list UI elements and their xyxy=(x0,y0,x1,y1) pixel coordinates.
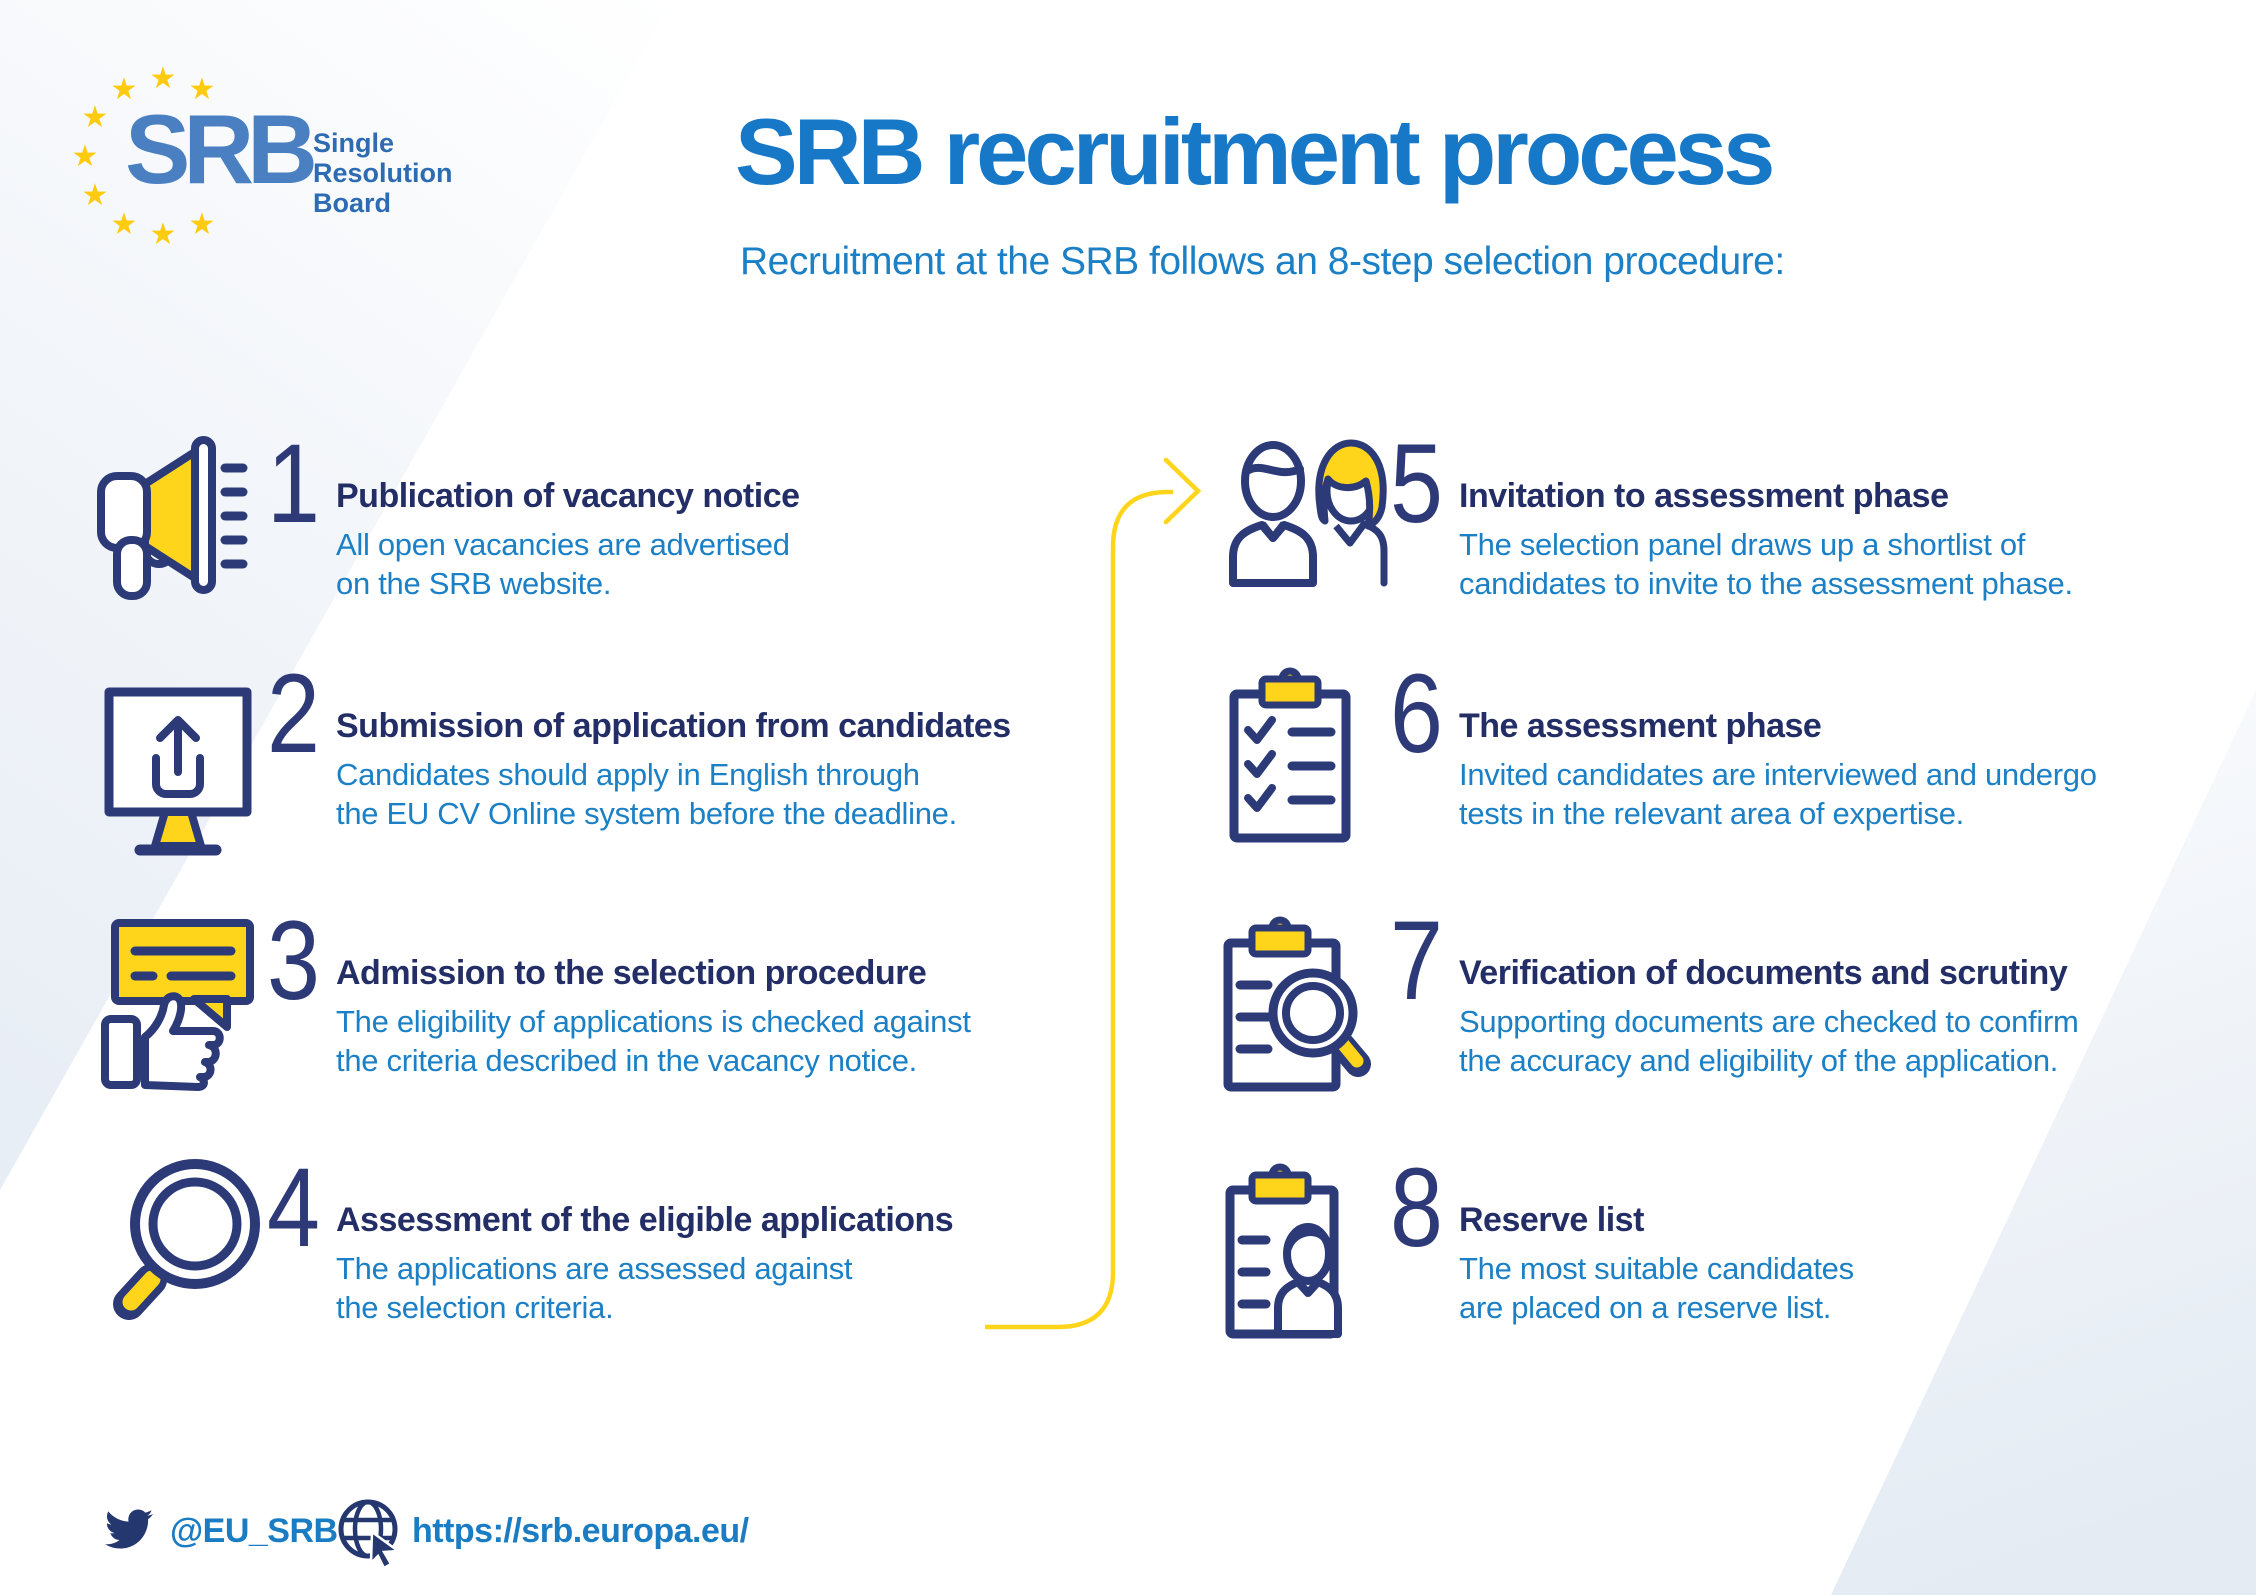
srb-logo: ★ ★ ★ ★ ★ ★ ★ ★ ★ SRB Single Resolution … xyxy=(72,64,555,251)
step-description: All open vacancies are advertised on the… xyxy=(336,527,790,602)
step-8: 8 Reserve list The most suitable candida… xyxy=(1218,1148,2218,1387)
magnifier-icon xyxy=(113,1159,260,1320)
logo-name: Single Resolution Board xyxy=(313,128,453,219)
eu-star-icon: ★ xyxy=(149,62,177,95)
eu-star-icon: ★ xyxy=(188,73,216,106)
eu-star-icon: ★ xyxy=(110,73,138,106)
page-title: SRB recruitment process xyxy=(735,99,1775,204)
flow-connector-arrow xyxy=(985,457,1202,1330)
eu-star-icon: ★ xyxy=(81,179,109,212)
step-title: Admission to the selection procedure xyxy=(336,954,927,992)
step-description: Invited candidates are interviewed and u… xyxy=(1459,757,2097,832)
page-subtitle: Recruitment at the SRB follows an 8-step… xyxy=(740,240,1785,283)
eu-star-icon: ★ xyxy=(188,208,216,241)
eu-star-icon: ★ xyxy=(71,140,99,173)
step-3: 3 Admission to the selection procedure T… xyxy=(95,901,1095,1140)
twitter-icon xyxy=(105,1509,153,1549)
twitter-handle[interactable]: @EU_SRB xyxy=(170,1512,338,1550)
step-title: Verification of documents and scrutiny xyxy=(1459,954,2068,992)
step-number: 8 xyxy=(1390,1145,1443,1270)
step-6: 6 The assessment phase Invited candidate… xyxy=(1218,654,2218,893)
step-description: The applications are assessed against th… xyxy=(336,1251,853,1326)
step-description: The selection panel draws up a shortlist… xyxy=(1459,527,2073,602)
candidates-icon xyxy=(1229,439,1388,587)
eu-star-icon: ★ xyxy=(81,101,109,134)
eu-star-icon: ★ xyxy=(110,208,138,241)
step-title: Assessment of the eligible applications xyxy=(336,1201,954,1239)
website-globe-icon xyxy=(338,1499,402,1570)
step-description: The most suitable candidates are placed … xyxy=(1459,1251,1854,1326)
step-1: 1 Publication of vacancy notice All open… xyxy=(95,424,1095,663)
step-description: Supporting documents are checked to conf… xyxy=(1459,1004,2079,1079)
thumbs-up-feedback-icon xyxy=(101,919,254,1091)
logo-acronym: SRB xyxy=(125,94,318,204)
step-title: Reserve list xyxy=(1459,1201,1644,1239)
step-title: Invitation to assessment phase xyxy=(1459,477,1949,515)
step-title: Publication of vacancy notice xyxy=(336,477,800,515)
checklist-clipboard-icon xyxy=(1229,667,1351,843)
website-link[interactable]: https://srb.europa.eu/ xyxy=(412,1512,749,1550)
eu-star-icon: ★ xyxy=(149,218,177,251)
step-description: Candidates should apply in English throu… xyxy=(336,757,957,832)
step-title: The assessment phase xyxy=(1459,707,1822,745)
reserve-list-icon xyxy=(1225,1163,1342,1339)
step-7: 7 Verification of documents and scrutiny… xyxy=(1218,901,2218,1140)
step-number: 3 xyxy=(267,898,320,1023)
step-2: 2 Submission of application from candida… xyxy=(95,654,1095,893)
step-number: 7 xyxy=(1390,898,1443,1023)
upload-monitor-icon xyxy=(104,687,252,856)
step-number: 4 xyxy=(267,1145,320,1270)
step-number: 5 xyxy=(1390,421,1443,546)
step-number: 6 xyxy=(1390,651,1443,776)
document-scrutiny-icon xyxy=(1223,916,1371,1092)
step-title: Submission of application from candidate… xyxy=(336,707,1011,745)
step-description: The eligibility of applications is check… xyxy=(336,1004,971,1079)
step-5: 5 Invitation to assessment phase The sel… xyxy=(1218,424,2218,663)
step-number: 2 xyxy=(267,651,320,776)
megaphone-icon xyxy=(97,436,248,600)
step-number: 1 xyxy=(267,421,320,546)
step-4: 4 Assessment of the eligible application… xyxy=(95,1148,1095,1387)
